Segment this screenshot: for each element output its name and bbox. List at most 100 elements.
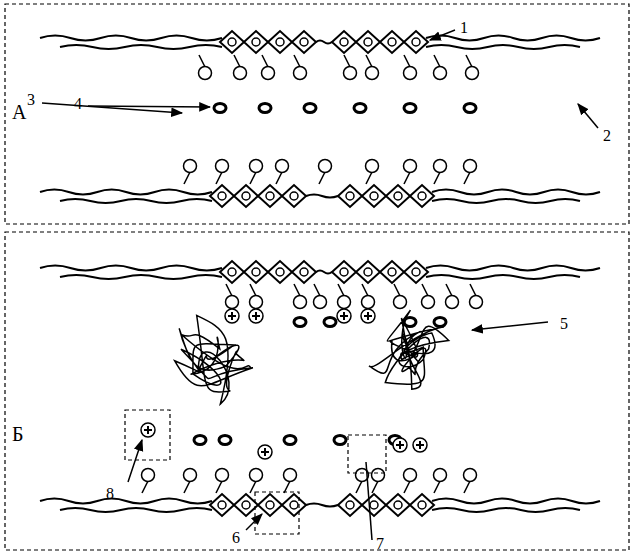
- cation: [413, 438, 427, 452]
- ring-unit: [252, 268, 260, 276]
- surfactant-head: [464, 160, 477, 173]
- ring-unit: [370, 501, 378, 509]
- surfactant-head: [338, 296, 351, 309]
- leader-arrow: [430, 30, 455, 40]
- ring-unit: [340, 38, 348, 46]
- surfactant-tail: [394, 284, 400, 296]
- surfactant-tail: [434, 55, 440, 67]
- leader-line: [366, 462, 372, 540]
- surfactant-tail: [284, 481, 290, 493]
- ring-unit: [418, 501, 426, 509]
- diamond-unit: [268, 31, 292, 53]
- ring-unit: [228, 38, 236, 46]
- diamond-unit: [338, 494, 362, 516]
- chain-line: [60, 45, 222, 49]
- diamond-unit: [220, 31, 244, 53]
- diamond-unit: [292, 31, 316, 53]
- chain-line: [432, 508, 580, 512]
- leader-arrow: [128, 440, 142, 482]
- surfactant-head: [314, 296, 327, 309]
- surfactant-tail: [362, 284, 368, 296]
- panel-letter: Б: [12, 424, 23, 444]
- ring-unit: [394, 192, 402, 200]
- cation: [258, 445, 272, 459]
- counter-ion: [404, 104, 416, 113]
- chain-line: [316, 271, 332, 274]
- surfactant-head: [404, 67, 417, 80]
- surfactant-tail: [404, 172, 410, 184]
- surfactant-tail: [372, 481, 378, 493]
- chain-line: [426, 45, 580, 49]
- plus-sign: [231, 312, 233, 320]
- chain-line: [306, 195, 338, 198]
- surfactant-tail: [470, 284, 476, 296]
- surfactant-tail: [319, 172, 325, 184]
- chain-line: [40, 499, 212, 504]
- counter-ion: [259, 104, 271, 113]
- surfactant-tail: [184, 172, 190, 184]
- ring-unit: [340, 268, 348, 276]
- surfactant-head: [366, 67, 379, 80]
- leader-arrow: [246, 514, 262, 530]
- surfactant-tail: [234, 55, 240, 67]
- surfactant-tail: [314, 284, 320, 296]
- surfactant-head: [250, 296, 263, 309]
- callout-number: 4: [74, 96, 82, 112]
- diamond-unit: [404, 261, 428, 283]
- callout-number: 8: [106, 486, 114, 502]
- ring-unit: [266, 192, 274, 200]
- surfactant-tail: [338, 284, 344, 296]
- diamond-unit: [380, 261, 404, 283]
- chain-line: [426, 275, 580, 279]
- surfactant-tail: [250, 172, 256, 184]
- cation: [225, 309, 239, 323]
- highlight-box: [255, 492, 299, 534]
- surfactant-tail: [434, 172, 440, 184]
- diamond-unit: [244, 261, 268, 283]
- surfactant-head: [294, 296, 307, 309]
- surfactant-tail: [276, 172, 282, 184]
- surfactant-head: [184, 469, 197, 482]
- surfactant-head: [366, 160, 379, 173]
- ring-unit: [370, 192, 378, 200]
- polymer-coil: [175, 316, 253, 405]
- chain-line: [306, 504, 338, 507]
- leader-arrow: [88, 106, 210, 107]
- ring-unit: [228, 268, 236, 276]
- ring-unit: [300, 268, 308, 276]
- callout-number: 6: [232, 530, 240, 546]
- chain-line: [40, 36, 222, 41]
- surfactant-tail: [404, 55, 410, 67]
- counter-ion: [354, 104, 366, 113]
- chain-line: [426, 266, 600, 271]
- counter-ion: [214, 104, 226, 113]
- chain-line: [426, 36, 600, 41]
- diamond-unit: [338, 185, 362, 207]
- ring-unit: [412, 38, 420, 46]
- plus-sign: [419, 441, 421, 449]
- counter-ion: [219, 436, 231, 445]
- surfactant-head: [446, 296, 459, 309]
- ring-unit: [346, 501, 354, 509]
- surfactant-head: [184, 160, 197, 173]
- ring-unit: [290, 192, 298, 200]
- chain-line: [60, 508, 212, 512]
- diamond-unit: [258, 185, 282, 207]
- callout-number: 1: [460, 20, 468, 36]
- counter-ion: [304, 104, 316, 113]
- ring-unit: [242, 501, 250, 509]
- cation: [337, 309, 351, 323]
- surfactant-head: [294, 67, 307, 80]
- diamond-unit: [356, 31, 380, 53]
- diamond-unit: [292, 261, 316, 283]
- diamond-unit: [362, 185, 386, 207]
- surfactant-head: [319, 160, 332, 173]
- diamond-unit: [362, 494, 386, 516]
- panel-letter: А: [12, 102, 26, 122]
- surfactant-tail: [446, 284, 452, 296]
- ring-unit: [218, 192, 226, 200]
- panel-frame: [5, 4, 629, 224]
- surfactant-tail: [294, 284, 300, 296]
- ring-unit: [388, 38, 396, 46]
